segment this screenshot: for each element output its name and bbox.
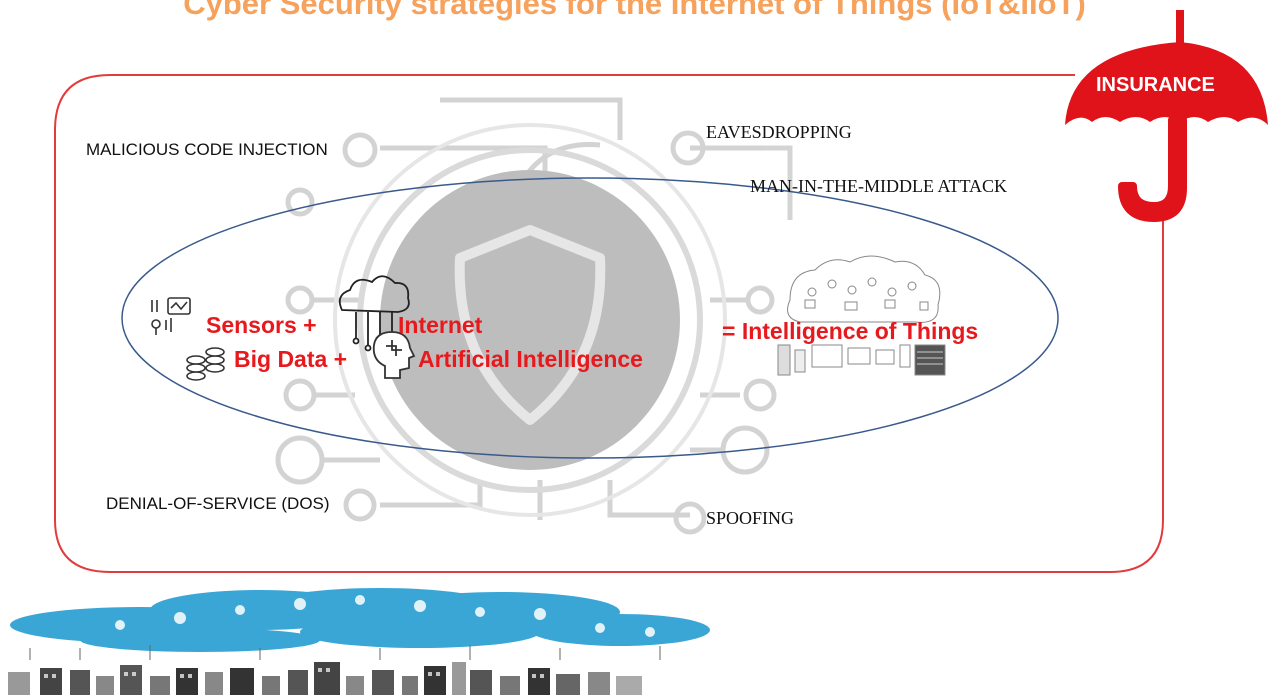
threat-label-spoofing: SPOOFING	[706, 508, 795, 528]
smart-city-icon	[8, 588, 710, 695]
threat-label-denial-of-service: DENIAL-OF-SERVICE (DOS)	[106, 494, 330, 513]
equation-sensors: Sensors +	[206, 312, 317, 338]
security-frame	[54, 74, 1164, 573]
umbrella-icon	[1065, 10, 1268, 222]
sensor-icon	[151, 297, 191, 335]
shield-icon	[454, 225, 606, 425]
page-title: Cyber Security strategies for the Intern…	[183, 0, 1086, 21]
equation-internet: Internet	[398, 312, 483, 338]
threat-label-malicious-code-injection: MALICIOUS CODE INJECTION	[86, 140, 328, 159]
iot-devices-icon	[777, 255, 946, 376]
insurance-label: INSURANCE	[1096, 74, 1215, 96]
circuit-backdrop	[275, 97, 793, 535]
database-icon	[186, 347, 225, 381]
equation-artificial-intelligence: Artificial Intelligence	[418, 346, 643, 372]
ai-head-icon	[372, 331, 416, 379]
equation-result: = Intelligence of Things	[722, 318, 979, 344]
iot-ellipse	[121, 177, 1059, 459]
equation-big-data: Big Data +	[234, 346, 348, 372]
shield-badge	[380, 170, 680, 470]
threat-label-man-in-the-middle: MAN-IN-THE-MIDDLE ATTACK	[750, 176, 1008, 196]
threat-label-eavesdropping: EAVESDROPPING	[706, 122, 852, 142]
